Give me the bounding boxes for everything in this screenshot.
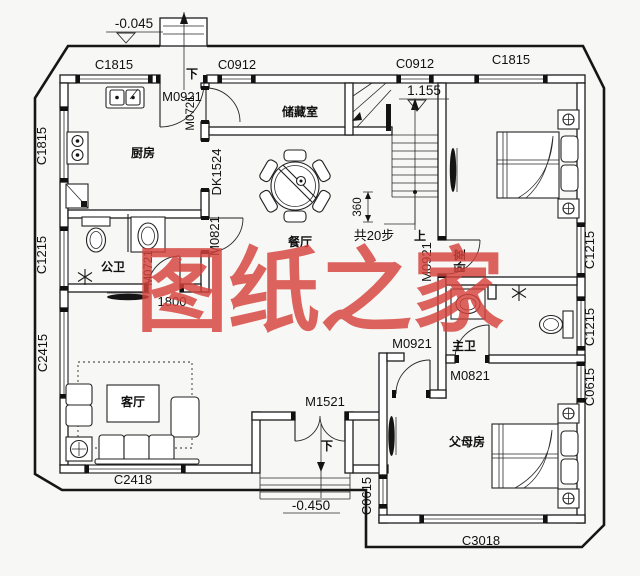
room-label-kitchen: 厨房 [131, 145, 155, 160]
stairs-riser-dim: 360 [352, 197, 364, 216]
doors [144, 75, 490, 442]
living-room-furniture [65, 292, 200, 465]
watermark-text: 图纸之家 [136, 237, 504, 345]
door-label-bedroom: M0921 [419, 242, 434, 282]
basin-icon [130, 216, 166, 253]
window-label-c2418: C2418 [114, 472, 152, 487]
level-landing-value: 1.155 [407, 83, 441, 98]
window-label-c1215-right-lower: C1215 [582, 308, 597, 346]
shower-drain-icon [77, 269, 93, 285]
level-back-entry-value: -0.045 [115, 16, 153, 31]
window-label-c2415-left: C2415 [35, 334, 50, 372]
level-back-entry [106, 12, 188, 90]
room-label-living: 客厅 [120, 394, 145, 409]
labels: -0.045 1.155 -0.450 C1815 C0912 C0912 C1… [34, 16, 597, 548]
door-label-dining: M0821 [207, 216, 222, 256]
tv-icon [107, 292, 150, 301]
window-label-c0912-top-right: C0912 [396, 56, 434, 71]
bedroom-furniture [449, 109, 580, 219]
level-stair-landing [399, 98, 449, 112]
level-markers [106, 12, 449, 514]
tv-icon [449, 148, 458, 192]
down-arrow-front-label: 下 [321, 439, 333, 453]
parents-room-furniture [388, 403, 580, 509]
master-bath-fixtures [450, 285, 574, 339]
stairs-up-label: 上 [414, 228, 426, 243]
tv-icon [388, 416, 397, 456]
sofa [94, 396, 200, 465]
stove-icon [66, 131, 89, 165]
side-table [65, 436, 93, 462]
dining-table [259, 149, 331, 223]
window-label-c1215-left: C1215 [34, 236, 49, 274]
bed [496, 109, 580, 219]
door-label-parents: M0921 [392, 336, 432, 351]
door-label-front: M1521 [305, 394, 345, 409]
sink-icon [105, 86, 145, 109]
door-label-kitchen: M0721 [185, 95, 197, 130]
armchair [65, 383, 93, 406]
nightstand-lamp-icon [557, 488, 580, 509]
shower-drain-icon [511, 285, 527, 301]
down-arrow-back-label: 下 [186, 67, 198, 81]
window-label-c0912-top-left: C0912 [218, 57, 256, 72]
stairs [352, 82, 438, 230]
door-label-public-bath: M0721 [143, 250, 155, 285]
nightstand-lamp-icon [557, 109, 580, 130]
window-label-c0615-right: C0615 [582, 368, 597, 406]
level-front-entry [283, 424, 340, 514]
kitchen-fixtures [65, 86, 145, 209]
room-label-master-bath: 主卫 [452, 338, 476, 353]
kitchen-cabinet [65, 183, 89, 209]
window-label-c1815-left: C1815 [34, 127, 49, 165]
room-label-dining: 餐厅 [288, 234, 312, 249]
nightstand-lamp-icon [557, 198, 580, 219]
public-bath-fixtures [77, 214, 166, 285]
window-label-c1815-top-left: C1815 [95, 57, 133, 72]
door-label-kitchen-pass: DK1524 [209, 149, 224, 196]
level-front-entry-value: -0.450 [292, 498, 330, 513]
tv-width-dim: 1800 [158, 294, 187, 309]
nightstand-lamp-icon [557, 403, 580, 424]
window-label-c0615-bottom: C0615 [359, 477, 374, 515]
room-label-parents: 父母房 [448, 434, 485, 449]
room-label-public-bath: 公卫 [101, 260, 125, 274]
window-label-c3018: C3018 [462, 533, 500, 548]
toilet-icon [538, 310, 574, 339]
armchair [65, 404, 93, 427]
room-label-bedroom: 卧室 [452, 249, 467, 273]
room-label-storage: 储藏室 [282, 104, 318, 119]
toilet-icon [81, 216, 111, 253]
bed [491, 403, 580, 509]
basin-icon [450, 288, 486, 320]
coffee-table [106, 384, 160, 423]
windows [59, 74, 586, 524]
window-label-c1215-right-upper: C1215 [582, 231, 597, 269]
front-porch-steps [259, 473, 351, 500]
stairs-step-count: 共20步 [354, 228, 394, 243]
door-label-master-bath: M0821 [450, 368, 490, 383]
door-label-back: M0921 [162, 89, 202, 104]
window-label-c1815-top-right: C1815 [492, 52, 530, 67]
